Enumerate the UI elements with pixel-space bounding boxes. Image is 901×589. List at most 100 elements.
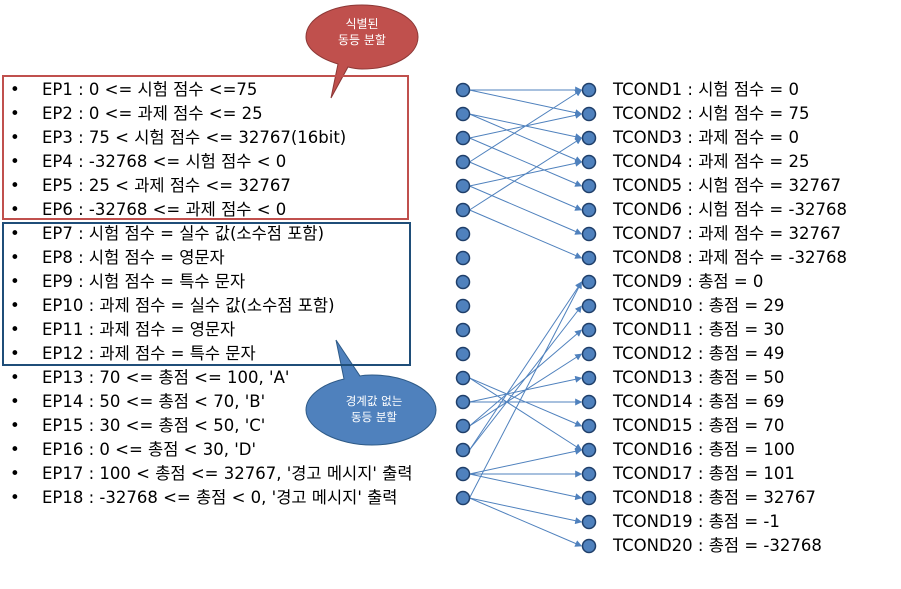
- tcond-node: [581, 394, 597, 410]
- ep-node: [455, 298, 471, 314]
- tcond-item: TCOND8 : 과제 점수 = -32768: [613, 248, 847, 267]
- ep-item: • EP13 : 70 <= 총점 <= 100, 'A': [10, 366, 289, 390]
- ep-label: EP9 : 시험 점수 = 특수 문자: [42, 272, 246, 291]
- ep-label: EP18 : -32768 <= 총점 < 0, '경고 메시지' 출력: [42, 488, 398, 507]
- tcond-item: TCOND12 : 총점 = 49: [613, 344, 785, 363]
- ep-item: • EP9 : 시험 점수 = 특수 문자: [10, 270, 245, 294]
- callout-identified-line2: 동등 분할: [338, 33, 386, 47]
- tcond-node: [581, 442, 597, 458]
- callout-no-boundary-text: 경계값 없는 동등 분할: [310, 393, 438, 425]
- ep-item: •EP1 : 0 <= 시험 점수 <=75: [10, 78, 257, 102]
- ep-item: •EP8 : 시험 점수 = 영문자: [10, 246, 225, 270]
- bullet: •: [10, 200, 20, 219]
- ep-node: [455, 106, 471, 122]
- bullet: •: [10, 272, 20, 291]
- mapping-arrow: [469, 113, 583, 163]
- no-boundary-partition-box: [2, 222, 411, 366]
- tcond-item: TCOND2 : 시험 점수 = 75: [613, 104, 810, 123]
- tcond-node: [581, 298, 597, 314]
- ep-item: • EP17 : 100 < 총점 <= 32767, '경고 메시지' 출력: [10, 462, 413, 486]
- mapping-arrow: [469, 89, 583, 117]
- tcond-item: TCOND20 : 총점 = -32768: [613, 536, 822, 555]
- tcond-item: TCOND5 : 시험 점수 = 32767: [613, 176, 841, 195]
- identified-partition-box: [2, 75, 409, 220]
- tcond-item: TCOND3 : 과제 점수 = 0: [613, 128, 799, 147]
- bullet: •: [10, 464, 20, 483]
- mapping-arrow: [469, 89, 583, 163]
- callout-no-boundary-bubble: [305, 339, 437, 446]
- ep-node: [455, 202, 471, 218]
- tcond-item: TCOND7 : 과제 점수 = 32767: [613, 224, 841, 243]
- bullet: •: [10, 416, 20, 435]
- tcond-item: TCOND13 : 총점 = 50: [613, 368, 785, 387]
- ep-item: • EP3 : 75 < 시험 점수 <= 32767(16bit): [10, 126, 346, 150]
- bullet: •: [10, 104, 20, 123]
- tcond-node: [581, 226, 597, 242]
- ep-item: • EP15 : 30 <= 총점 < 50, 'C': [10, 414, 265, 438]
- tcond-item: TCOND11 : 총점 = 30: [613, 320, 785, 339]
- tcond-node: [581, 490, 597, 506]
- tcond-node: [581, 274, 597, 290]
- tcond-item: TCOND9 : 총점 = 0: [613, 272, 764, 291]
- ep-node: [455, 322, 471, 338]
- ep-node: [455, 178, 471, 194]
- ep-label: EP5 : 25 < 과제 점수 <= 32767: [42, 176, 291, 195]
- ep-item: •EP4 : -32768 <= 시험 점수 < 0: [10, 150, 286, 174]
- ep-item: • EP2 : 0 <= 과제 점수 <= 25: [10, 102, 263, 126]
- tcond-item: TCOND4 : 과제 점수 = 25: [613, 152, 810, 171]
- ep-node: [455, 490, 471, 506]
- tcond-node: [581, 538, 597, 554]
- ep-node: [455, 418, 471, 434]
- bullet: •: [10, 224, 20, 243]
- bullet: •: [10, 248, 20, 267]
- mapping-arrow: [469, 497, 583, 547]
- ep-node: [455, 394, 471, 410]
- ep-node: [455, 274, 471, 290]
- callout-identified-text: 식별된 동등 분할: [310, 16, 414, 48]
- ep-item: •EP6 : -32768 <= 과제 점수 < 0: [10, 198, 286, 222]
- tcond-node: [581, 346, 597, 362]
- mapping-arrow: [469, 447, 583, 475]
- ep-item: • EP11 : 과제 점수 = 영문자: [10, 318, 235, 342]
- mapping-arrow: [469, 305, 582, 451]
- ep-label: EP3 : 75 < 시험 점수 <= 32767(16bit): [42, 128, 347, 147]
- bullet: •: [10, 176, 20, 195]
- ep-node: [455, 466, 471, 482]
- ep-node: [455, 82, 471, 98]
- ep-node: [455, 130, 471, 146]
- ep-node: [455, 370, 471, 386]
- tcond-node: [581, 514, 597, 530]
- ep-item: •EP18 : -32768 <= 총점 < 0, '경고 메시지' 출력: [10, 486, 398, 510]
- mapping-arrow: [469, 137, 583, 187]
- bullet: •: [10, 320, 20, 339]
- tcond-item: TCOND1 : 시험 점수 = 0: [613, 80, 799, 99]
- left-node-layer: [455, 82, 471, 506]
- bullet: •: [10, 128, 20, 147]
- tcond-item: TCOND17 : 총점 = 101: [613, 464, 795, 483]
- mapping-arrow: [469, 281, 582, 499]
- bullet: •: [10, 80, 20, 99]
- ep-item: •EP10 : 과제 점수 = 실수 값(소수점 포함): [10, 294, 335, 318]
- ep-label: EP13 : 70 <= 총점 <= 100, 'A': [42, 368, 290, 387]
- callout-no-boundary-line2: 동등 분할: [351, 410, 397, 424]
- ep-label: EP2 : 0 <= 과제 점수 <= 25: [42, 104, 263, 123]
- mapping-arrow: [469, 161, 583, 211]
- tcond-node: [581, 418, 597, 434]
- tcond-item: TCOND14 : 총점 = 69: [613, 392, 785, 411]
- tcond-node: [581, 322, 597, 338]
- mapping-arrow: [469, 497, 583, 525]
- mapping-arrow: [469, 185, 583, 235]
- tcond-item: TCOND16 : 총점 = 100: [613, 440, 795, 459]
- bullet: •: [10, 368, 20, 387]
- bullet: •: [10, 296, 20, 315]
- ep-label: EP17 : 100 < 총점 <= 32767, '경고 메시지' 출력: [42, 464, 413, 483]
- tcond-item: TCOND10 : 총점 = 29: [613, 296, 785, 315]
- ep-label: EP4 : -32768 <= 시험 점수 < 0: [42, 152, 287, 171]
- ep-label: EP15 : 30 <= 총점 < 50, 'C': [42, 416, 266, 435]
- ep-label: EP11 : 과제 점수 = 영문자: [42, 320, 236, 339]
- mapping-arrow: [469, 473, 583, 501]
- bullet: •: [10, 440, 20, 459]
- tcond-node: [581, 82, 597, 98]
- tcond-item: TCOND15 : 총점 = 70: [613, 416, 785, 435]
- right-node-layer: [581, 82, 597, 554]
